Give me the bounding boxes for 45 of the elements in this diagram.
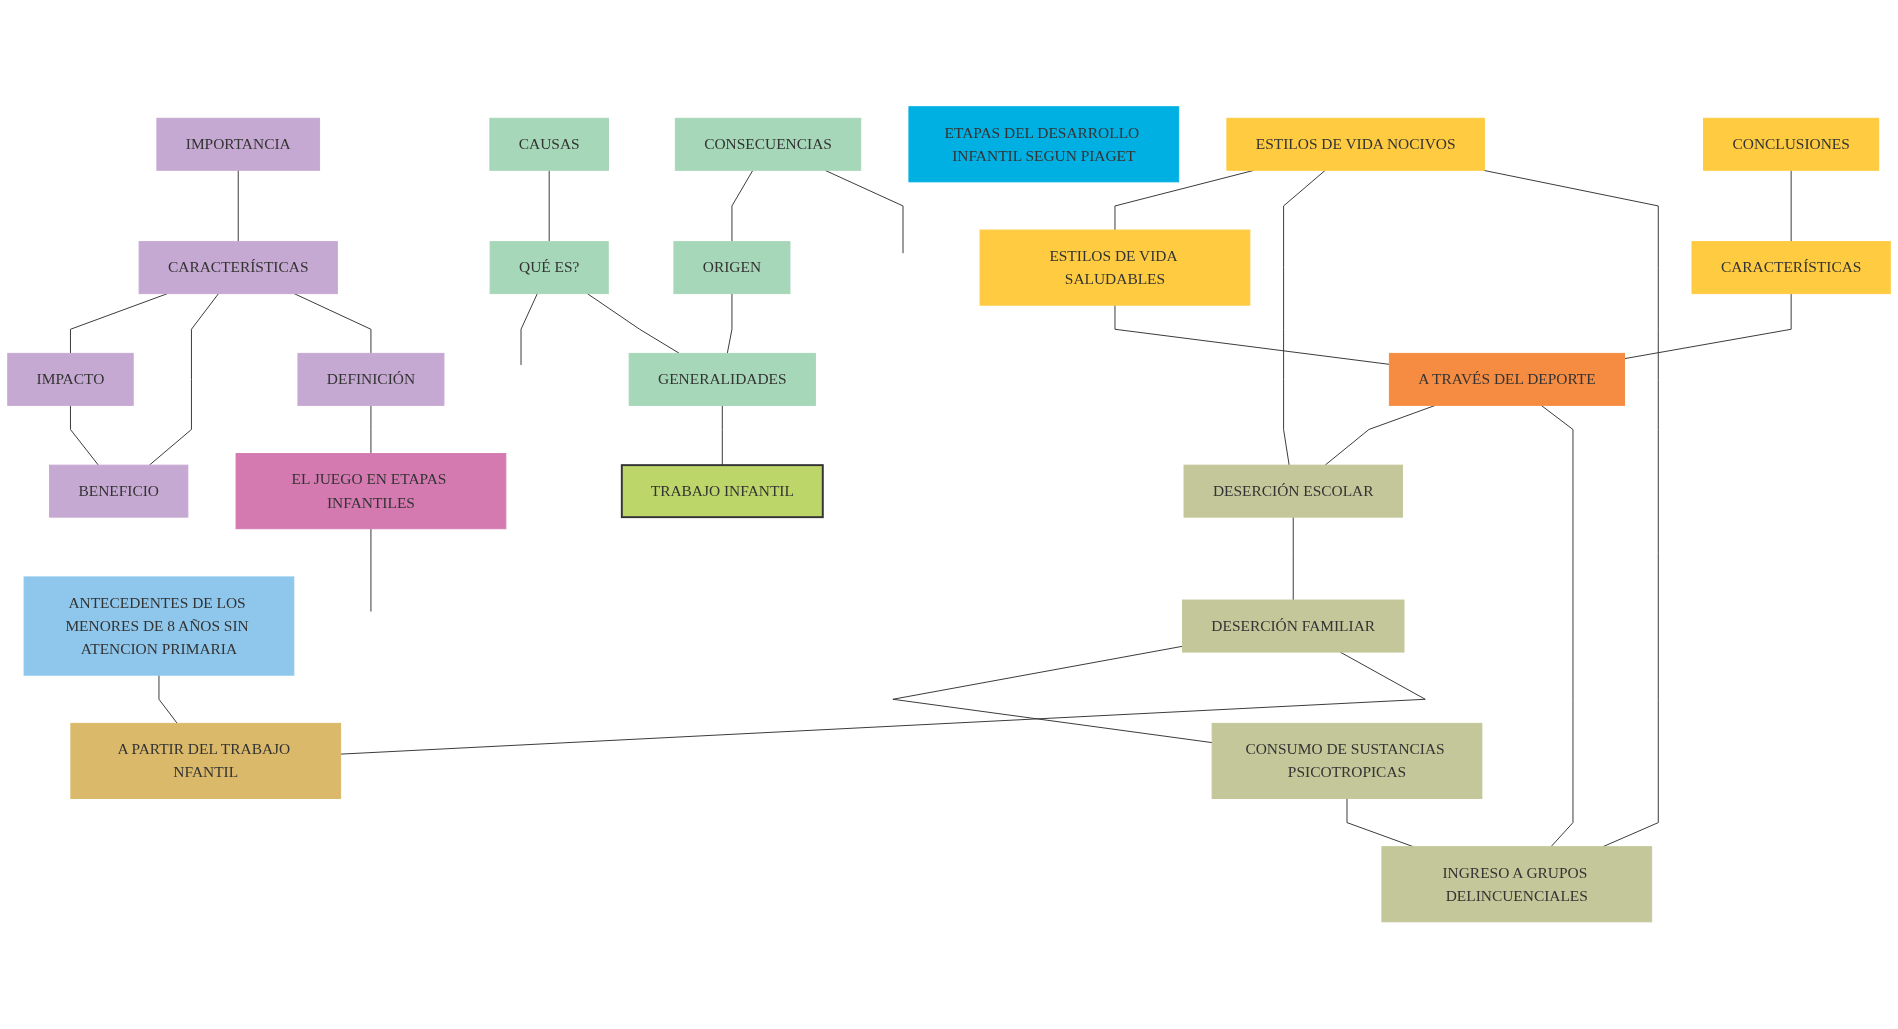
node-box: DESERCIÓN ESCOLAR	[1183, 464, 1403, 518]
node-box: ESTILOS DE VIDA NOCIVOS	[1226, 118, 1485, 171]
node-box: CARACTERÍSTICAS	[138, 241, 338, 295]
connector	[892, 646, 1213, 744]
connector	[70, 293, 168, 355]
connector	[1540, 405, 1574, 848]
connector	[70, 405, 99, 466]
connector	[520, 293, 538, 366]
node-box: BENEFICIO	[49, 464, 189, 518]
connector	[721, 405, 723, 466]
connector	[731, 170, 754, 243]
node-box: QUÉ ES?	[489, 241, 609, 295]
connector	[1114, 304, 1390, 366]
node-box: CONSUMO DE SUSTANCIAS PSICOTROPICAS	[1211, 723, 1483, 800]
connector	[340, 651, 1426, 755]
node-box: IMPACTO	[7, 353, 134, 407]
node-box: TRABAJO INFANTIL	[620, 464, 824, 519]
node-box: ETAPAS DEL DESARROLLO INFANTIL SEGUN PIAGET	[908, 106, 1180, 183]
node-box: DESERCIÓN FAMILIAR	[1181, 599, 1405, 653]
node-box: CONSECUENCIAS	[674, 118, 862, 171]
node-box: DEFINICIÓN	[297, 353, 445, 407]
node-box: IMPORTANCIA	[156, 118, 321, 171]
node-box: ORIGEN	[673, 241, 791, 295]
node-box: CAUSAS	[489, 118, 609, 171]
connector	[1292, 516, 1294, 601]
node-box: GENERALIDADES	[628, 353, 816, 407]
node-box: ESTILOS DE VIDA SALUDABLES	[979, 229, 1251, 306]
connector	[237, 170, 239, 243]
node-box: A PARTIR DEL TRABAJO NFANTIL	[70, 723, 342, 800]
connector	[293, 293, 372, 355]
connector	[1790, 170, 1792, 243]
connector	[586, 293, 680, 355]
connector	[148, 293, 219, 466]
connector	[726, 293, 733, 355]
connector	[548, 170, 550, 243]
connector	[158, 674, 178, 725]
node-box: EL JUEGO EN ETAPAS INFANTILES	[235, 453, 507, 530]
node-box: CARACTERÍSTICAS	[1691, 241, 1891, 295]
connector	[1482, 170, 1659, 848]
connector	[1624, 293, 1792, 360]
node-box: A TRAVÉS DEL DEPORTE	[1388, 353, 1626, 407]
node-box: INGRESO A GRUPOS DELINCUENCIALES	[1381, 846, 1653, 923]
node-box: ANTECEDENTES DE LOS MENORES DE 8 AÑOS SIN ATENCION PRIMARIA	[23, 576, 295, 676]
node-box: CONCLUSIONES	[1703, 118, 1880, 171]
connector	[1283, 170, 1326, 466]
